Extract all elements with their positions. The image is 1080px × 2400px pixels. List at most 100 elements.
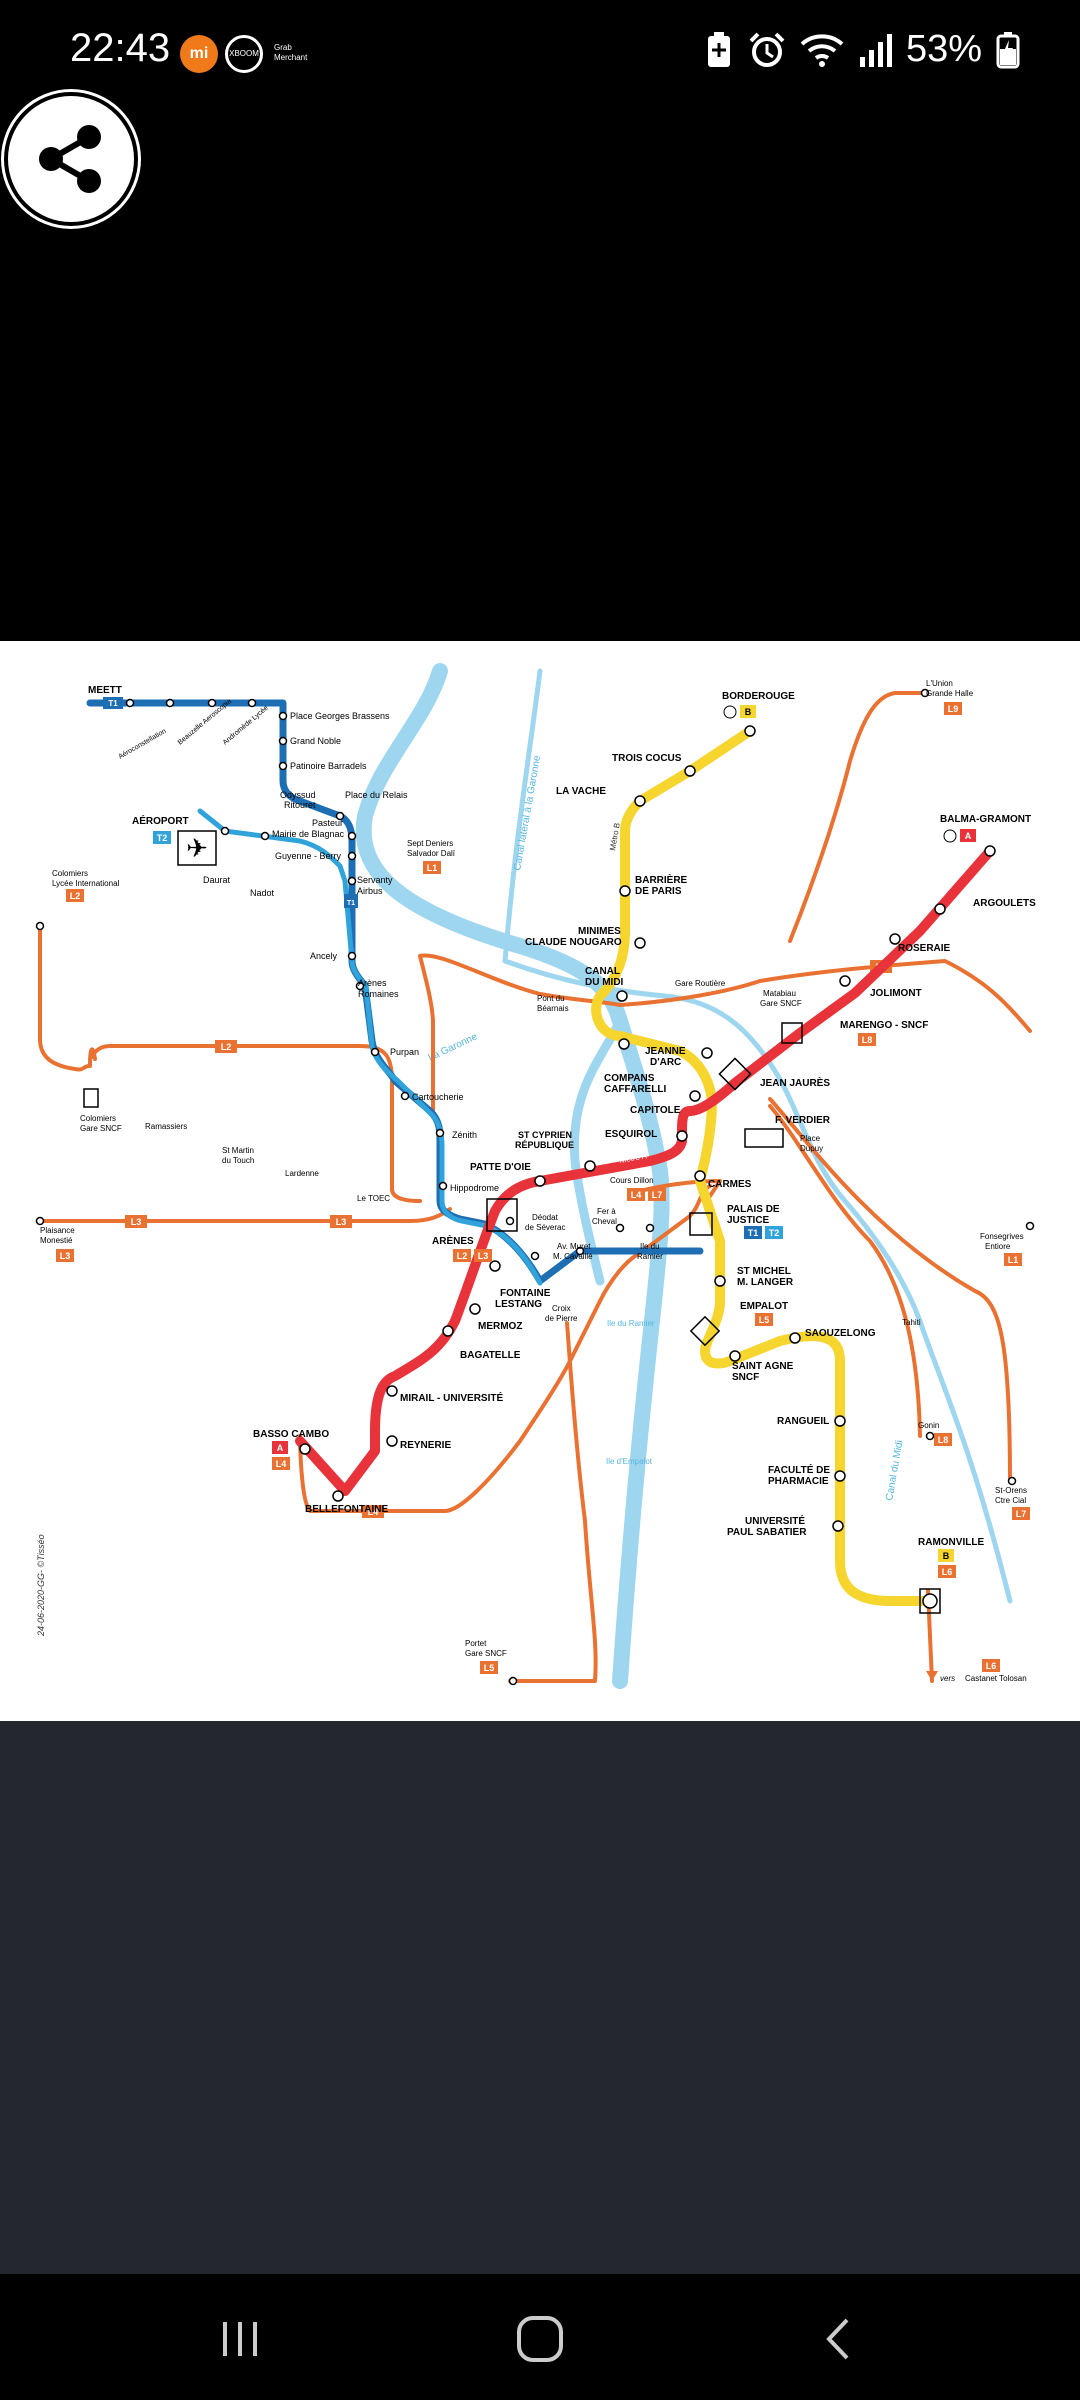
badge-l4-bottom bbox=[362, 1505, 384, 1518]
label-saint-agne-1: SAINT AGNE bbox=[732, 1361, 794, 1372]
box-aeroport bbox=[177, 830, 217, 866]
label-tahiti: Tahiti bbox=[902, 1318, 921, 1327]
label-st-cyprien-2: RÉPUBLIQUE bbox=[515, 1140, 574, 1150]
label-arenes-romaines-1: Arènes bbox=[358, 978, 387, 988]
dot-cartoucherie bbox=[400, 1091, 410, 1101]
dot-pasteur bbox=[347, 831, 357, 841]
line-l7 bbox=[768, 1097, 1012, 1483]
label-st-martin-2: du Touch bbox=[222, 1156, 254, 1165]
share-button[interactable] bbox=[4, 92, 138, 226]
dot-canal-midi bbox=[616, 990, 628, 1002]
badge-t1-route-text: T1 bbox=[347, 900, 355, 907]
recents-icon bbox=[223, 2322, 257, 2356]
label-ancely: Ancely bbox=[310, 951, 338, 961]
dot-compans bbox=[618, 1038, 630, 1050]
label-sept-deniers-1: Sept Deniers bbox=[407, 839, 453, 848]
label-castanet: Castanet Tolosan bbox=[965, 1674, 1027, 1683]
home-button[interactable] bbox=[505, 2304, 575, 2374]
label-cartoucherie: Cartoucherie bbox=[412, 1092, 464, 1102]
label-fonsegrives-2: Entiore bbox=[985, 1242, 1011, 1251]
label-trois-cocus: TROIS COCUS bbox=[612, 753, 682, 764]
lineo-lines bbox=[38, 691, 1032, 1683]
box-marengo bbox=[781, 1022, 803, 1044]
dot-universite-ps bbox=[832, 1520, 844, 1532]
badge-l2-mid bbox=[215, 1040, 237, 1053]
dot-balma bbox=[984, 845, 996, 857]
canal-midi-river bbox=[502, 958, 1013, 1604]
label-roseraie: ROSERAIE bbox=[898, 943, 951, 954]
label-esquirol: ESQUIROL bbox=[605, 1129, 657, 1140]
back-button[interactable] bbox=[805, 2304, 875, 2374]
badge-arenes-l3-text: L3 bbox=[478, 1251, 489, 1261]
label-reynerie: REYNERIE bbox=[400, 1440, 451, 1451]
dot-aeroconstellation bbox=[165, 698, 175, 708]
label-aeroconstellation: Aéroconstellation bbox=[118, 728, 168, 761]
recents-button[interactable] bbox=[205, 2304, 275, 2374]
label-argoulets: ARGOULETS bbox=[973, 898, 1036, 909]
label-pasteur-1: Pasteur bbox=[312, 818, 343, 828]
line-l8 bbox=[768, 1104, 922, 1438]
dot-purpan bbox=[370, 1047, 380, 1057]
label-palais-justice-1: PALAIS DE bbox=[727, 1204, 780, 1215]
dot-barriere bbox=[619, 885, 631, 897]
label-capitole: CAPITOLE bbox=[630, 1105, 681, 1116]
label-servanty-1: Servanty bbox=[357, 875, 393, 885]
station-dots bbox=[35, 688, 1035, 1686]
dot-place-du-relais bbox=[335, 811, 345, 821]
dot-place-georges-brassens bbox=[278, 711, 288, 721]
badge-empalot-l5-text: L5 bbox=[759, 1315, 770, 1325]
footer-credit: 24-06-2020-GG- ©Tisséo bbox=[36, 1534, 46, 1637]
dot-saouzelong bbox=[789, 1332, 801, 1344]
line-l5 bbox=[508, 1321, 598, 1683]
badge-marengo-l8-text: L8 bbox=[862, 1035, 873, 1045]
label-universite-ps-2: PAUL SABATIER bbox=[727, 1527, 807, 1538]
label-deodat-1: Déodat bbox=[532, 1213, 559, 1222]
badge-empalot-l5 bbox=[755, 1313, 773, 1326]
badge-aeroport-t2 bbox=[153, 831, 171, 844]
label-barriere-1: BARRIÈRE bbox=[635, 873, 688, 886]
label-andromede: Andromède Lycée bbox=[222, 705, 270, 747]
wifi-icon bbox=[800, 33, 844, 67]
label-borderouge: BORDEROUGE bbox=[722, 691, 795, 702]
badge-ramonville-l6-text: L6 bbox=[942, 1567, 953, 1577]
label-aeroport: AÉROPORT bbox=[132, 814, 189, 827]
badge-gonin-l8-text: L8 bbox=[938, 1435, 949, 1445]
line-l10 bbox=[638, 1179, 722, 1198]
badge-basso-a-text: A bbox=[277, 1443, 284, 1453]
label-jeanne-darc-1: JEANNE bbox=[645, 1046, 686, 1057]
badge-plaisance-l3-text: L3 bbox=[60, 1251, 71, 1261]
badge-palais-t2-text: T2 bbox=[769, 1228, 780, 1238]
dot-st-cyprien bbox=[584, 1160, 596, 1172]
badge-palais-t2 bbox=[765, 1226, 783, 1239]
label-fonsegrives-1: Fonsegrives bbox=[980, 1232, 1024, 1241]
xboom-icon: XBOOM bbox=[225, 35, 263, 73]
label-av-muret-2: M. Cavaillé bbox=[553, 1252, 593, 1261]
label-carmes: CARMES bbox=[708, 1179, 752, 1190]
dot-st-orens bbox=[1007, 1476, 1017, 1486]
label-lunion-1: L'Union bbox=[926, 679, 953, 688]
l6-arrow-icon bbox=[926, 1671, 938, 1681]
line-l3 bbox=[38, 1207, 452, 1223]
dot-ile-ramier-stop bbox=[645, 1223, 655, 1233]
dot-av-muret bbox=[530, 1251, 540, 1261]
label-deodat-2: de Séverac bbox=[525, 1223, 565, 1232]
dot-bellefontaine bbox=[332, 1490, 344, 1502]
badge-borderouge-b-text: B bbox=[745, 707, 752, 717]
network-map[interactable]: La Garonne Canal latéral à la Garonne Ca… bbox=[0, 641, 1080, 1721]
dot-gonin bbox=[925, 1431, 935, 1441]
line-metro-a bbox=[295, 846, 995, 1496]
dot-deodat bbox=[505, 1216, 515, 1226]
dot-esquirol bbox=[676, 1130, 688, 1142]
label-plaisance-2: Monestié bbox=[40, 1236, 73, 1245]
label-gare-routiere: Gare Routière bbox=[675, 979, 726, 988]
label-plaisance-1: Plaisance bbox=[40, 1226, 75, 1235]
label-fer-cheval-2: Cheval bbox=[592, 1217, 617, 1226]
dot-colomiers-lycee bbox=[35, 921, 45, 931]
label-colomiers-lycee-1: Colomiers bbox=[52, 869, 88, 878]
status-bar: 22:43 mi XBOOM Grab Merchant 53% bbox=[0, 0, 1080, 110]
label-croix-pierre-1: Croix bbox=[552, 1304, 571, 1313]
dot-argoulets bbox=[934, 903, 946, 915]
label-compans-1: COMPANS bbox=[604, 1073, 655, 1084]
dot-meett bbox=[125, 698, 135, 708]
badge-arenes-l3 bbox=[474, 1249, 492, 1262]
